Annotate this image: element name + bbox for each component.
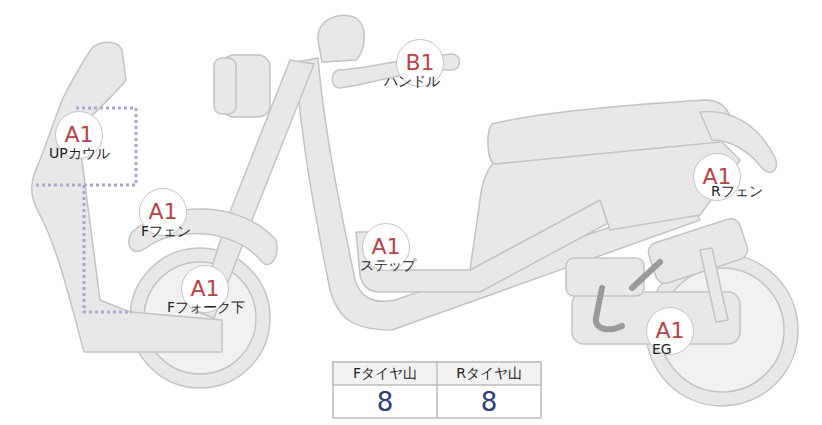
rear-shock	[700, 248, 728, 322]
damage-marker: A1Rフェン	[693, 153, 741, 201]
headlight	[214, 58, 236, 114]
cowl-section-line	[36, 108, 136, 185]
part-label: ステップ	[360, 257, 416, 275]
tread-value: 8	[333, 385, 437, 418]
meter	[318, 15, 364, 62]
table-divider	[436, 362, 438, 418]
muffler	[646, 216, 750, 286]
damage-marker: B1ハンドル	[396, 39, 444, 87]
damage-marker: A1EG	[646, 307, 694, 355]
tread-table	[333, 362, 541, 418]
part-label: UPカウル	[49, 145, 110, 163]
damage-marker: A1ステップ	[362, 223, 410, 271]
table-header-cell: Fタイヤ山	[333, 362, 437, 385]
damage-marker: A1Fフェン	[139, 188, 187, 236]
table-header-cell: Rタイヤ山	[437, 362, 541, 385]
part-label: EG	[652, 341, 672, 357]
seat	[488, 100, 731, 164]
part-label: Fフォーク下	[167, 299, 245, 317]
cowl-section-line	[84, 185, 132, 312]
tread-value: 8	[437, 385, 541, 418]
part-label: ハンドル	[384, 73, 440, 91]
damage-marker: A1UPカウル	[55, 111, 103, 159]
part-label: Rフェン	[711, 183, 763, 201]
damage-marker: A1Fフォーク下	[181, 265, 229, 313]
part-label: Fフェン	[141, 223, 191, 241]
